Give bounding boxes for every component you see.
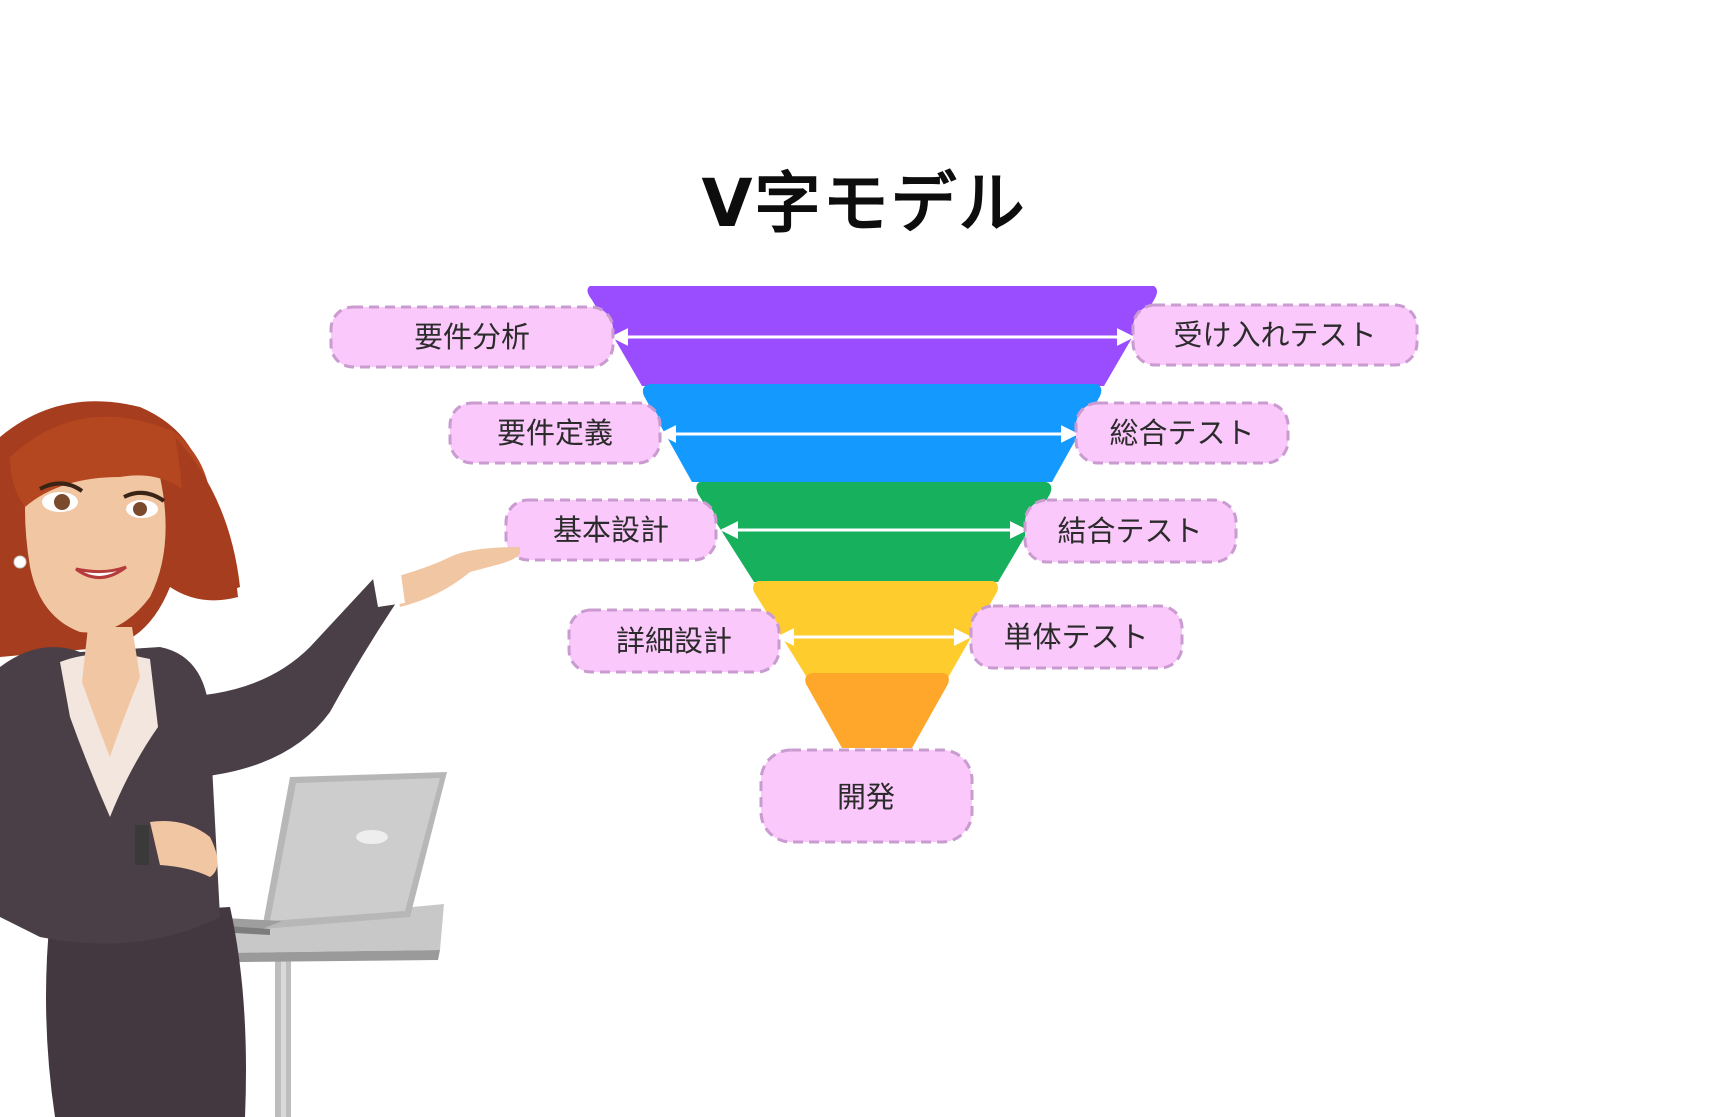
- label-text: 結合テスト: [1057, 514, 1202, 548]
- label-text: 詳細設計: [616, 624, 732, 658]
- presenter-illustration: [0, 401, 520, 1117]
- label-system-test: 総合テスト: [1074, 401, 1290, 465]
- label-text: 総合テスト: [1109, 416, 1254, 450]
- label-acceptance-test: 受け入れテスト: [1131, 303, 1419, 367]
- label-basic-design: 基本設計: [504, 498, 718, 562]
- funnel-band-3: [696, 482, 1052, 582]
- laptop: [125, 772, 447, 935]
- funnel-band-5: [805, 673, 949, 748]
- funnel-band-4: [753, 581, 998, 676]
- diagram-title: V字モデル: [701, 165, 1027, 242]
- presenter: [0, 401, 520, 1117]
- label-requirements-definition: 要件定義: [448, 401, 662, 465]
- label-text: 開発: [837, 780, 895, 814]
- label-text: 要件定義: [497, 416, 613, 450]
- arrows: [610, 328, 1135, 646]
- left-labels: 要件分析 要件定義 基本設計 詳細設計: [329, 305, 781, 674]
- right-labels: 受け入れテスト 総合テスト 結合テスト 単体テスト: [969, 303, 1419, 670]
- label-detailed-design: 詳細設計: [567, 608, 781, 674]
- label-text: 受け入れテスト: [1173, 318, 1376, 352]
- label-requirements-analysis: 要件分析: [329, 305, 615, 369]
- label-development: 開発: [759, 748, 974, 844]
- label-integration-test: 結合テスト: [1023, 498, 1238, 564]
- label-text: 基本設計: [553, 513, 669, 547]
- label-text: 単体テスト: [1003, 620, 1148, 654]
- label-unit-test: 単体テスト: [969, 604, 1184, 670]
- label-text: 要件分析: [414, 320, 530, 354]
